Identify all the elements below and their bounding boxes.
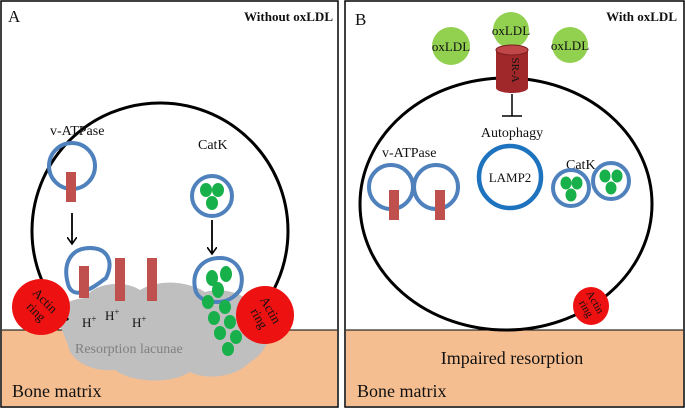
oxldl-label: oxLDL (432, 39, 470, 54)
sr-a-label: SR-A (509, 57, 521, 82)
panel-a: Actin ring Actin ring v-ATPase H+ H+ H+ … (0, 0, 339, 408)
autophagy-label: Autophagy (481, 126, 543, 141)
lamp2-vesicle (476, 143, 544, 211)
panel-letter-a: A (8, 7, 21, 26)
impaired-resorption-label: Impaired resorption (441, 348, 583, 368)
catk-granule (605, 181, 617, 195)
proton-pump-vesicle-b (435, 190, 445, 220)
hplus-label-2: H+ (105, 307, 119, 323)
catk-granule (220, 266, 232, 282)
panel-letter-b: B (355, 10, 366, 29)
catk-granule (224, 315, 236, 329)
hplus-label-1: H+ (82, 314, 96, 330)
oxldl-particle: oxLDL (492, 12, 530, 48)
actin-ring-right: Actin ring (236, 286, 294, 344)
catk-granule (208, 311, 220, 325)
osteoclast-cell-a (30, 101, 290, 324)
catk-granule (230, 330, 242, 344)
catk-granule (219, 300, 231, 314)
proton-pump-fused (79, 266, 89, 298)
proton-pump-membrane-1 (115, 258, 125, 301)
oxldl-particle: oxLDL (551, 27, 589, 63)
catk-granule (200, 183, 212, 197)
catk-vesicle-b (591, 161, 631, 201)
proton-pump-vesicle-a (66, 172, 76, 202)
catk-granule (222, 342, 234, 356)
catk-vesicle-a (190, 174, 234, 218)
vatpase-label-a: v-ATPase (50, 124, 104, 139)
oxldl-particle: oxLDL (432, 27, 470, 65)
catk-granule (565, 188, 577, 202)
resorption-lacunae (56, 282, 269, 381)
catk-granule (206, 270, 218, 286)
resorption-lacunae-label: Resorption lacunae (75, 342, 183, 357)
proton-pump-membrane-2 (147, 258, 157, 301)
catk-label-a: CatK (198, 138, 228, 153)
oxldl-label: oxLDL (492, 23, 530, 38)
catk-granule (599, 169, 611, 183)
proton-pump-vesicle-b (389, 190, 399, 220)
condition-label-b: With oxLDL (606, 9, 677, 24)
catk-granule (571, 176, 583, 190)
catk-granule (206, 196, 218, 210)
condition-label-a: Without oxLDL (244, 9, 333, 24)
vatpase-label-b: v-ATPase (382, 146, 436, 161)
secreted-catk (202, 266, 242, 356)
bone-matrix-b (346, 330, 683, 406)
catk-granule (212, 183, 224, 197)
catk-granule (560, 176, 572, 190)
lamp2-label: LAMP2 (489, 170, 532, 185)
catk-vesicle-b (551, 168, 591, 208)
fused-vesicle-left (64, 245, 112, 295)
bone-matrix-label-a: Bone matrix (12, 381, 101, 401)
actin-ring-b: Actin ring (573, 287, 609, 325)
actin-ring-left: Actin ring (12, 279, 70, 335)
oxldl-label: oxLDL (551, 38, 589, 53)
sr-a-receptor: SR-A (495, 44, 529, 93)
hplus-label-3: H+ (132, 314, 146, 330)
panel-b: oxLDL oxLDL oxLDL SR-A Autophagy LAMP2 v… (344, 0, 685, 408)
catk-granule (214, 326, 226, 340)
bone-matrix-label-b: Bone matrix (357, 381, 446, 401)
catk-granule (212, 282, 224, 298)
catk-granule (611, 169, 623, 183)
catk-granule (202, 295, 214, 309)
